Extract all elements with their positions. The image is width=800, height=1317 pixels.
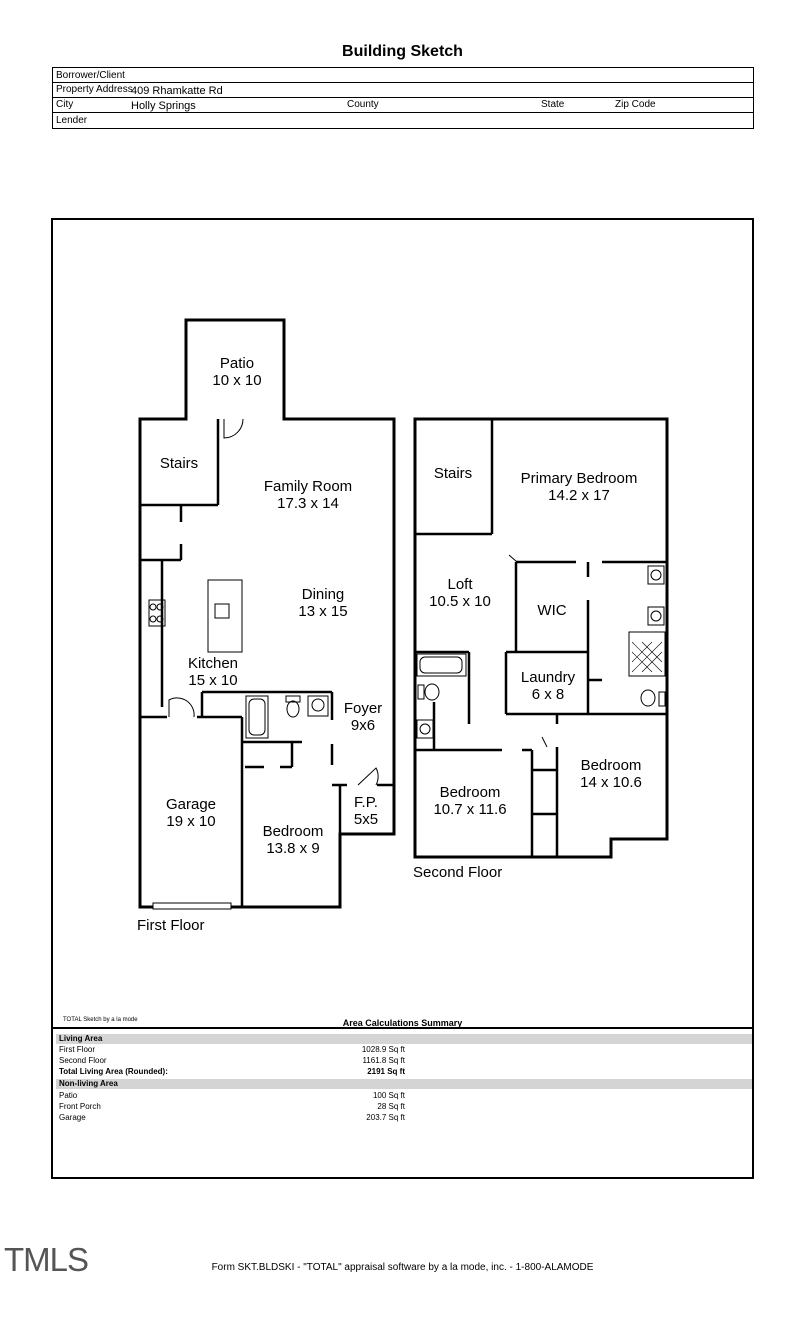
patio-area-label: Patio: [59, 1091, 78, 1100]
city-row: City Holly Springs County State Zip Code: [53, 98, 753, 113]
state-label: State: [541, 99, 565, 110]
room-stairs-second: Stairs: [433, 465, 473, 482]
porch-area-label: Front Porch: [59, 1102, 101, 1111]
nonliving-area-heading: Non-living Area: [56, 1079, 752, 1089]
second-floor-label: Second Floor: [413, 864, 503, 881]
first-floor-area-label: First Floor: [59, 1045, 95, 1054]
total-living-value: 2191 Sq ft: [367, 1067, 405, 1076]
zip-label: Zip Code: [615, 99, 656, 110]
kitchen-island: [207, 579, 243, 653]
address-row: Property Address 409 Rhamkatte Rd: [53, 83, 753, 98]
lender-label: Lender: [56, 115, 88, 126]
second-floor-outline: [413, 417, 669, 859]
second-floor-area-label: Second Floor: [59, 1056, 107, 1065]
summary-title: Area Calculations Summary: [342, 1018, 463, 1028]
summary-divider: [53, 1027, 752, 1029]
sketch-credit: TOTAL Sketch by a la mode: [63, 1017, 138, 1023]
total-living-label: Total Living Area (Rounded):: [59, 1067, 168, 1076]
garage-area-label: Garage: [59, 1113, 86, 1122]
property-header-table: Borrower/Client Property Address 409 Rha…: [52, 67, 754, 129]
patio-area-value: 100 Sq ft: [372, 1091, 405, 1100]
living-area-heading: Living Area: [56, 1034, 752, 1044]
first-floor-area-value: 1028.9 Sq ft: [361, 1045, 405, 1054]
page-title: Building Sketch: [342, 43, 463, 60]
garage-area-value: 203.7 Sq ft: [366, 1113, 405, 1122]
first-floor-label: First Floor: [137, 917, 205, 934]
second-floor-area-value: 1161.8 Sq ft: [362, 1056, 405, 1065]
first-floor-outline: [138, 318, 396, 909]
city-value: Holly Springs: [131, 100, 196, 112]
city-label: City: [56, 99, 74, 110]
mls-logo: TMLS: [4, 1241, 89, 1278]
room-stairs-first: Stairs: [159, 455, 199, 472]
borrower-row: Borrower/Client: [53, 68, 753, 83]
county-label: County: [347, 99, 379, 110]
room-fp: F.P.5x5: [353, 794, 379, 828]
address-label: Property Address: [56, 84, 133, 95]
borrower-label: Borrower/Client: [56, 70, 125, 81]
floor-plan-drawing: [138, 318, 669, 910]
address-value: 409 Rhamkatte Rd: [131, 85, 223, 97]
room-wic: WIC: [537, 602, 567, 619]
form-footer: Form SKT.BLDSKI - "TOTAL" appraisal soft…: [211, 1262, 594, 1273]
porch-area-value: 28 Sq ft: [377, 1102, 405, 1111]
